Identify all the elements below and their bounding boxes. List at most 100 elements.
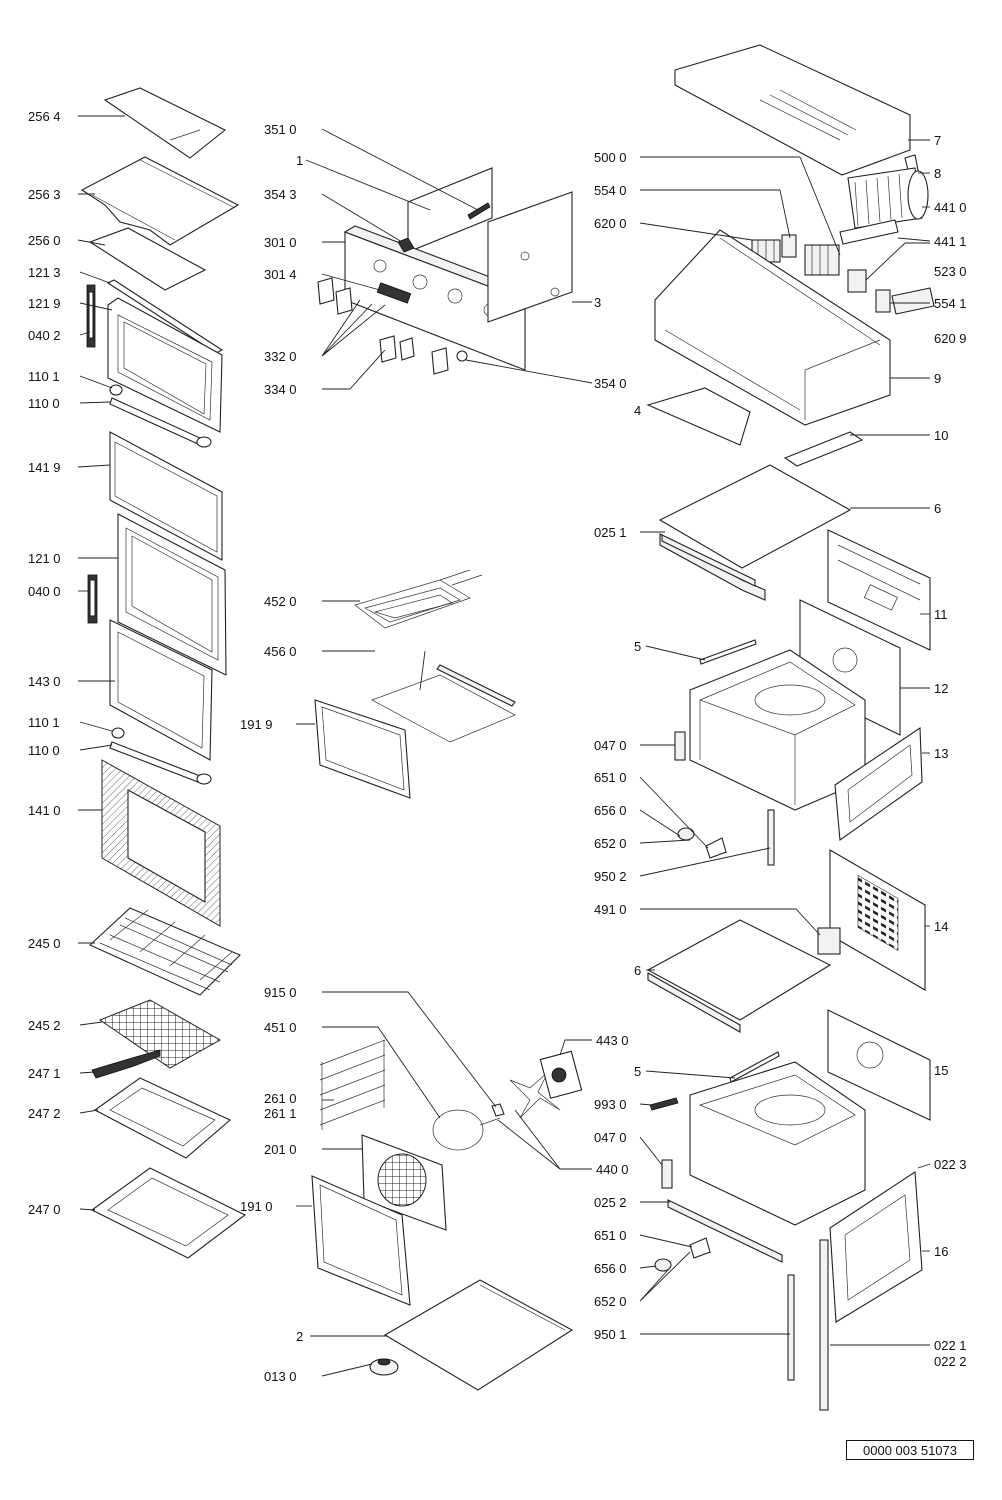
part-1-fascia [407, 167, 493, 253]
label-040-0: 040 0 [28, 584, 61, 599]
label-301-4: 301 4 [264, 267, 297, 282]
part-5-rod [699, 639, 757, 665]
label-656-0b: 656 0 [594, 1261, 627, 1276]
label-12: 12 [934, 681, 948, 696]
part-110-1b-seal [111, 727, 125, 739]
part-3-side-panel [487, 191, 573, 323]
label-620-0: 620 0 [594, 216, 627, 231]
label-256-4: 256 4 [28, 109, 61, 124]
label-915-0: 915 0 [264, 985, 297, 1000]
label-651-0b: 651 0 [594, 1228, 627, 1243]
label-261-0: 261 0 [264, 1091, 297, 1106]
label-950-2: 950 2 [594, 869, 627, 884]
label-022-3: 022 3 [934, 1157, 967, 1172]
label-332-0: 332 0 [264, 349, 297, 364]
part-knob-d [431, 347, 449, 375]
part-620-9-terminal [891, 287, 935, 315]
part-10-rail [783, 431, 864, 467]
part-354-0-bulb [456, 350, 468, 362]
part-334-0-knob [379, 335, 397, 363]
label-201-0: 201 0 [264, 1142, 297, 1157]
part-247-0-tray [90, 1167, 247, 1259]
part-245-0-wire-shelf [89, 907, 241, 996]
part-labels: 256 4 256 3 256 0 121 3 121 9 040 2 110 … [28, 109, 967, 1384]
part-110-1-seal [109, 384, 123, 396]
part-6b-plate [646, 919, 832, 1021]
label-491-0: 491 0 [594, 902, 627, 917]
part-247-1-tray-handle [91, 1049, 161, 1079]
part-993-0-screw [649, 1097, 679, 1111]
part-441-1-fan-bracket [839, 219, 899, 245]
label-191-0: 191 0 [240, 1199, 273, 1214]
part-16-frame [829, 1171, 923, 1323]
part-025-2-rail [667, 1199, 783, 1263]
label-121-9: 121 9 [28, 296, 61, 311]
part-047-0b-bracket [661, 1159, 673, 1189]
label-443-0: 443 0 [596, 1033, 629, 1048]
label-452-0: 452 0 [264, 594, 297, 609]
part-11-rear-panel [827, 529, 931, 651]
label-247-0: 247 0 [28, 1202, 61, 1217]
label-500-0: 500 0 [594, 150, 627, 165]
label-354-3: 354 3 [264, 187, 297, 202]
label-11: 11 [934, 607, 948, 622]
part-knob-c [399, 337, 415, 361]
label-110-1b: 110 1 [28, 715, 60, 730]
part-13-frame [834, 726, 923, 842]
part-15-rear-panel [827, 1009, 931, 1121]
part-950-1-seal-strip [787, 1274, 795, 1381]
part-143-0-glass [109, 619, 213, 761]
part-191-0-seal [311, 1175, 411, 1306]
part-261-0-side-rack [319, 1039, 386, 1126]
part-256-3-panel [80, 156, 240, 246]
label-025-1: 025 1 [594, 525, 627, 540]
label-16: 16 [934, 1244, 948, 1259]
right-column-parts [646, 44, 935, 1411]
label-047-0b: 047 0 [594, 1130, 627, 1145]
label-13: 13 [934, 746, 948, 761]
part-523-0-component [847, 269, 867, 293]
label-354-0: 354 0 [594, 376, 627, 391]
part-knob-a [317, 277, 335, 305]
label-656-0: 656 0 [594, 803, 627, 818]
label-6: 6 [934, 501, 941, 516]
label-652-0b: 652 0 [594, 1294, 627, 1309]
part-121-0-frame [117, 513, 227, 676]
label-9: 9 [934, 371, 941, 386]
label-256-0: 256 0 [28, 233, 61, 248]
part-4-bracket [646, 387, 751, 446]
label-451-0: 451 0 [264, 1020, 297, 1035]
left-column-parts [80, 87, 247, 1259]
label-4: 4 [634, 403, 641, 418]
label-245-2: 245 2 [28, 1018, 61, 1033]
label-440-0: 440 0 [596, 1162, 629, 1177]
part-456-0-element [371, 674, 516, 743]
part-351-0-pin [467, 202, 491, 220]
label-3: 3 [594, 295, 601, 310]
label-652-0: 652 0 [594, 836, 627, 851]
part-7-top-cover [674, 44, 911, 176]
label-143-0: 143 0 [28, 674, 61, 689]
label-141-0: 141 0 [28, 803, 61, 818]
label-110-1: 110 1 [28, 369, 60, 384]
part-245-2-grill-rack [98, 999, 222, 1069]
part-440-0-fan-blade [509, 1071, 561, 1119]
label-10: 10 [934, 428, 948, 443]
leader-lines [77, 115, 931, 1377]
label-1: 1 [296, 153, 303, 168]
part-022-1-strip [819, 1239, 829, 1411]
label-013-0: 013 0 [264, 1369, 297, 1384]
label-141-9: 141 9 [28, 460, 61, 475]
part-301-4-display [376, 282, 412, 304]
label-245-0: 245 0 [28, 936, 61, 951]
part-191-9-seal [314, 699, 411, 799]
part-554-0-relay [781, 234, 797, 258]
label-261-1: 261 1 [264, 1106, 297, 1121]
document-reference-number: 0000 003 51073 [846, 1440, 974, 1460]
part-500-0-programmer [804, 244, 840, 276]
label-441-1: 441 1 [934, 234, 967, 249]
part-656-0-lamp-cover [677, 827, 695, 841]
part-141-9-glass [109, 431, 223, 561]
part-915-0-nut [491, 1103, 505, 1117]
